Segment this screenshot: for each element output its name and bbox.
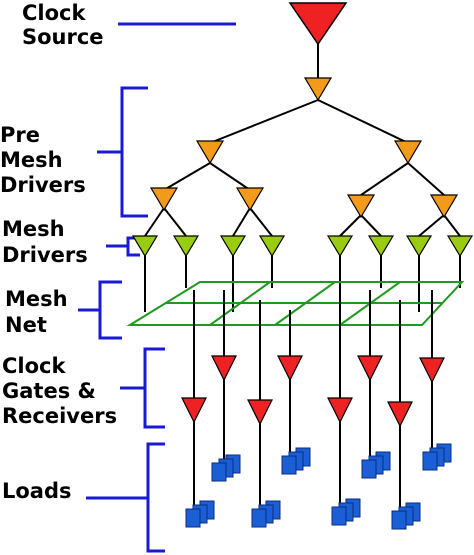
label-clock-source: Clock Source (22, 1, 104, 49)
mesh-driver (219, 235, 247, 258)
pre-mesh-driver (429, 194, 459, 219)
mesh-driver (446, 235, 474, 258)
label-cg-line2: Gates & (2, 379, 96, 403)
load-group (211, 454, 241, 482)
label-mesh-drivers-line2: Drivers (2, 243, 88, 267)
receiver (211, 355, 237, 382)
label-clock-source-line2: Source (22, 25, 104, 49)
label-cg-line1: Clock (2, 354, 66, 378)
load-group (251, 500, 281, 528)
receiver (327, 397, 353, 424)
pre-mesh-bracket (97, 86, 148, 218)
loads (185, 443, 452, 530)
mesh-driver (405, 235, 433, 258)
mesh-drivers-bracket (106, 236, 140, 257)
pre-mesh-driver (149, 187, 179, 212)
receiver (357, 355, 383, 382)
label-pre-mesh-drivers: Pre Mesh Drivers (0, 123, 86, 197)
receiver-wires (193, 290, 433, 510)
load-group (185, 500, 215, 528)
clock-tree-wires (144, 44, 461, 237)
mesh-drivers (131, 235, 474, 258)
label-pre-mesh-line2: Mesh (0, 148, 63, 172)
receivers (181, 355, 445, 428)
loads-bracket (86, 442, 165, 553)
load-group (361, 451, 391, 479)
receiver (277, 355, 303, 382)
load-group (281, 447, 311, 475)
label-mesh-drivers-line1: Mesh (2, 217, 65, 241)
load-group (391, 502, 421, 530)
pre-mesh-driver (195, 140, 225, 165)
label-mesh-drivers: Mesh Drivers (2, 217, 88, 267)
load-group (422, 443, 452, 471)
pre-mesh-driver (303, 77, 333, 102)
clock-gates-bracket (120, 347, 165, 429)
load-group (331, 498, 361, 526)
label-mesh-net-line1: Mesh (5, 287, 68, 311)
label-loads-line1: Loads (2, 479, 72, 503)
label-pre-mesh-line1: Pre (0, 123, 40, 147)
pre-mesh-driver (393, 140, 423, 165)
receiver (181, 397, 207, 424)
mesh-net-grid (126, 281, 465, 326)
mesh-driver (258, 235, 286, 258)
label-cg-line3: Receivers (2, 404, 117, 428)
label-mesh-net-line2: Net (5, 313, 47, 337)
mesh-driver (326, 235, 354, 258)
mesh-driver (367, 235, 395, 258)
mesh-net-bracket (78, 280, 122, 340)
pre-mesh-driver (346, 194, 376, 219)
receiver (387, 401, 413, 428)
receiver (419, 357, 445, 384)
label-loads: Loads (2, 479, 72, 503)
clock-source-buffer (288, 2, 348, 46)
mesh-driver (131, 235, 159, 258)
receiver (247, 399, 273, 426)
label-pre-mesh-line3: Drivers (0, 173, 86, 197)
pre-mesh-driver (235, 187, 265, 212)
mesh-driver (172, 235, 200, 258)
label-mesh-net: Mesh Net (5, 287, 68, 337)
label-clock-source-line1: Clock (22, 1, 86, 25)
pre-mesh-drivers (149, 77, 459, 219)
label-clock-gates-receivers: Clock Gates & Receivers (2, 354, 117, 428)
